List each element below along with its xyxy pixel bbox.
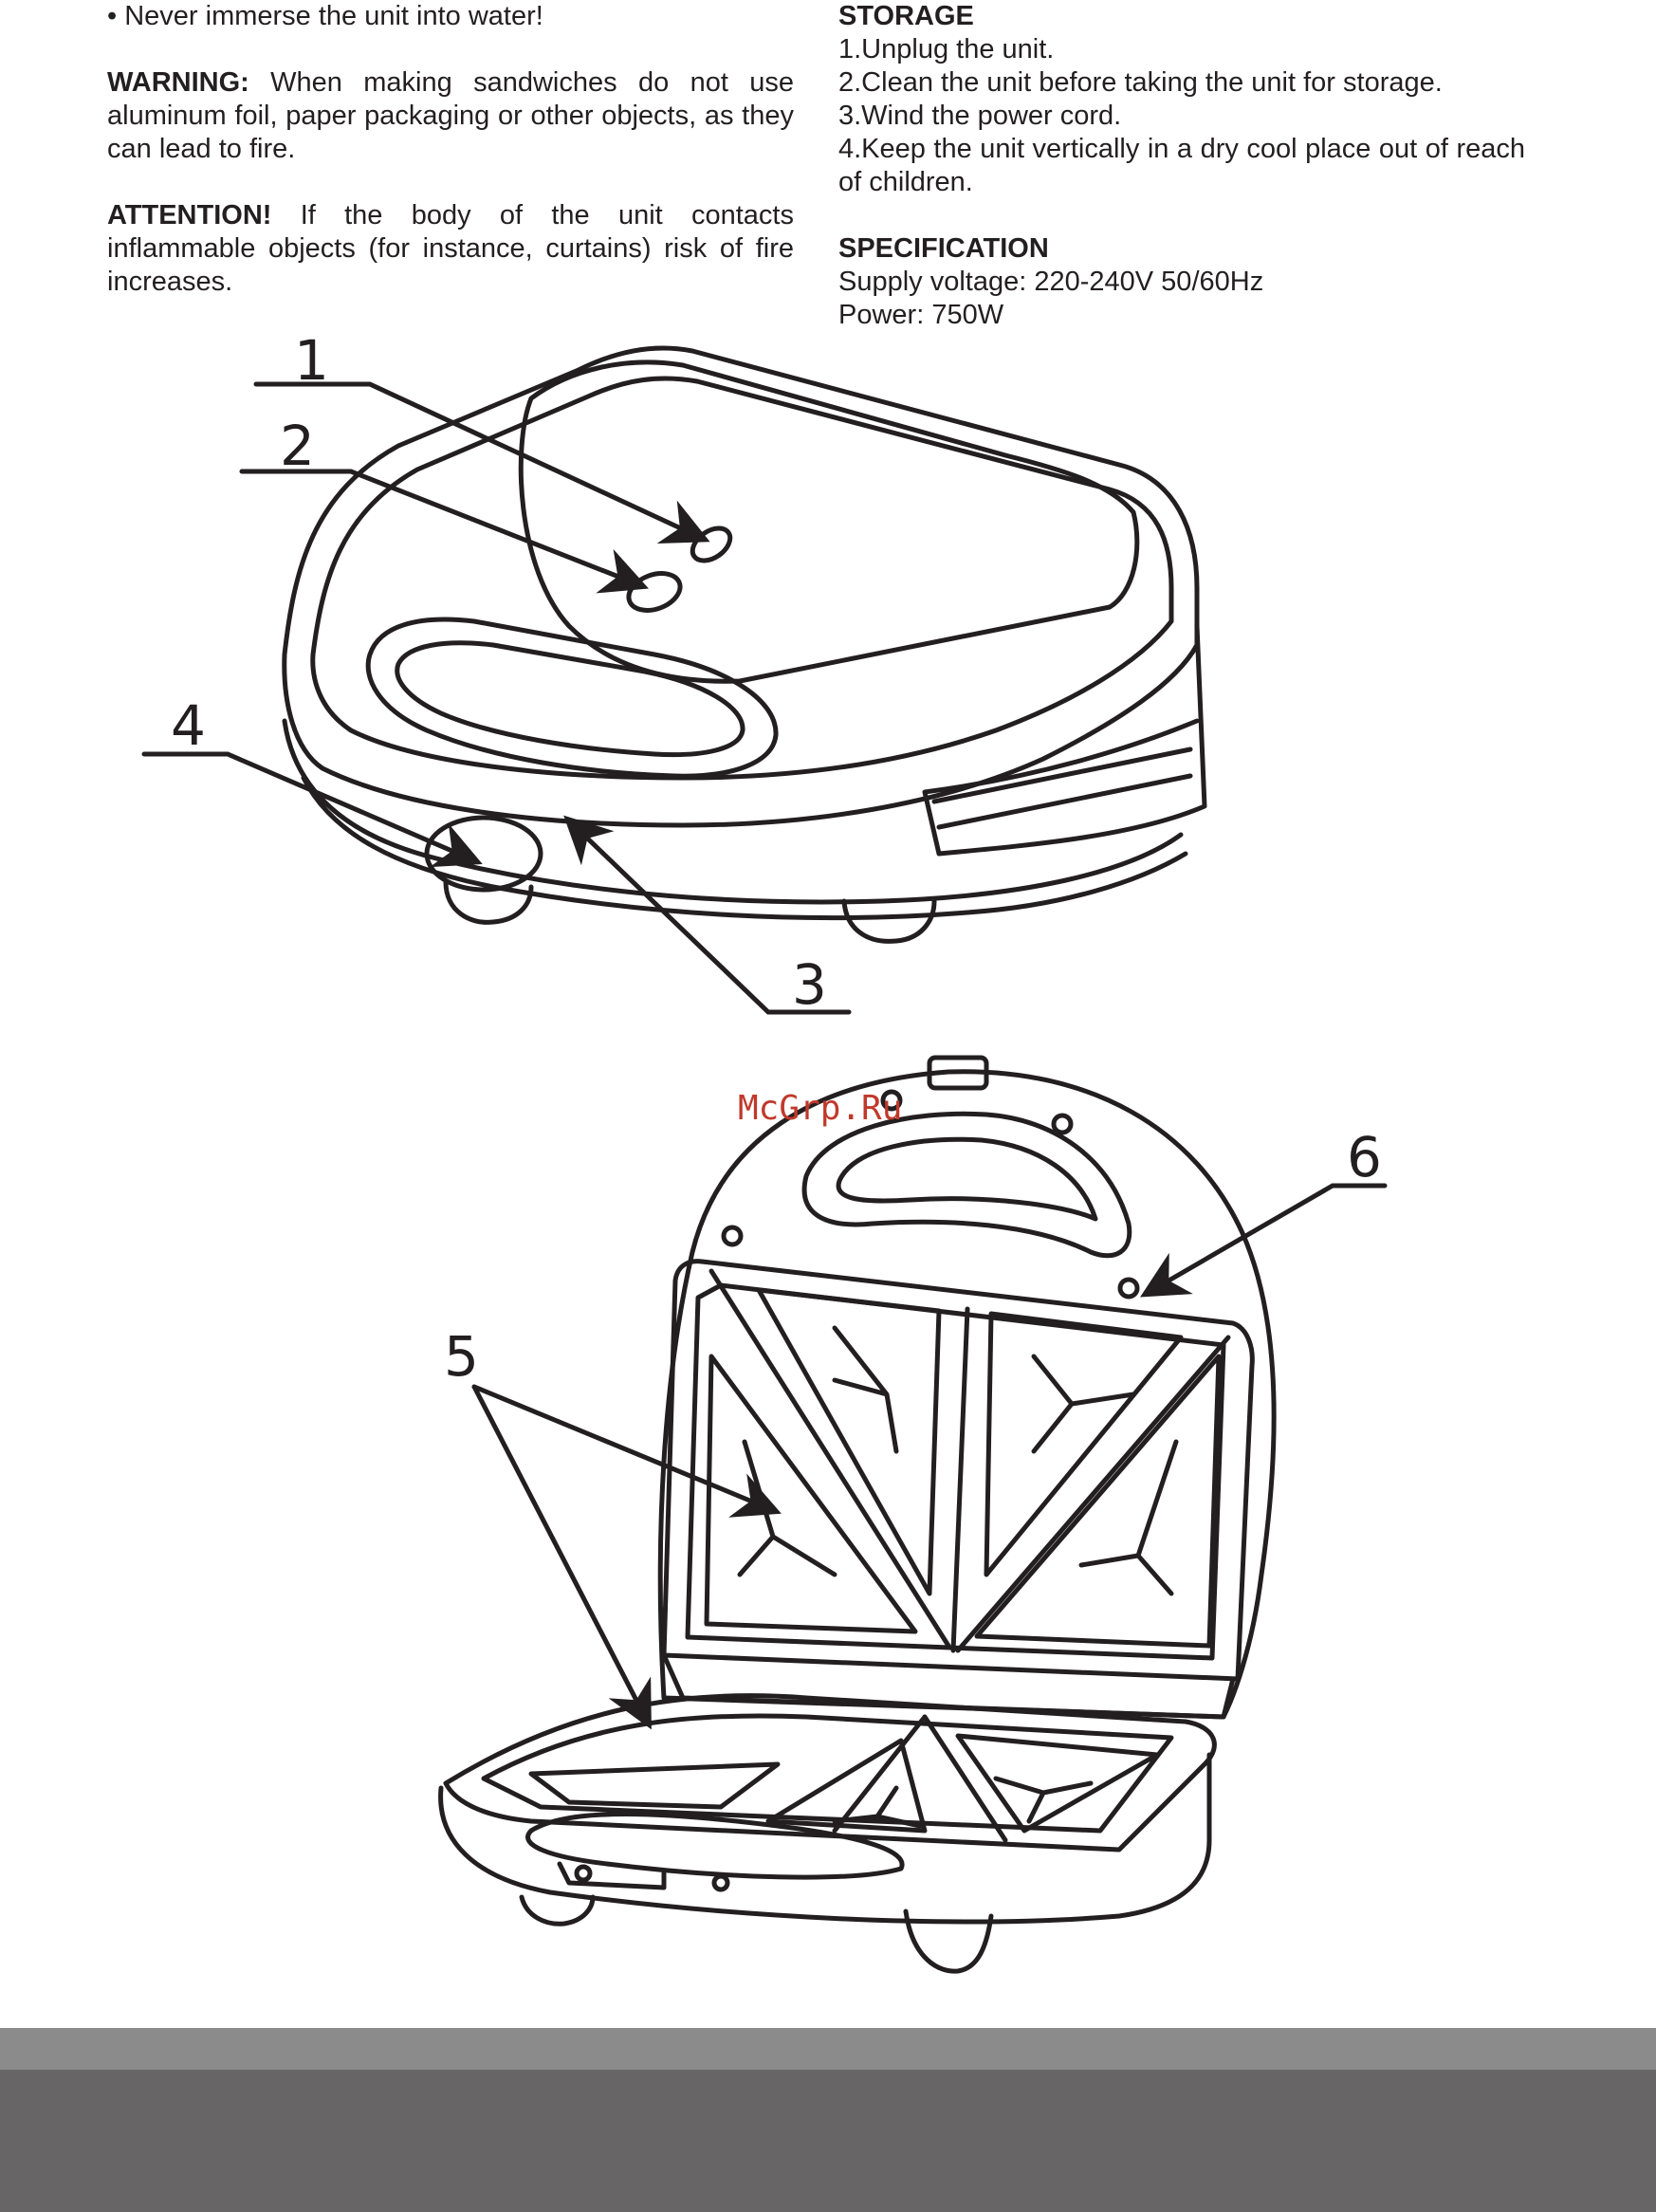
lid-cell-3 <box>984 1311 1184 1577</box>
storage-column: STORAGE 1.Unplug the unit. 2.Clean the u… <box>838 0 1525 332</box>
lid-cell-4 <box>974 1354 1222 1649</box>
lid-top-clip <box>927 1055 989 1091</box>
base-foot-right <box>903 1908 994 1974</box>
base-latch <box>557 1861 667 1890</box>
open-unit-callouts <box>471 1183 1388 1730</box>
storage-step: 3.Wind the power cord. <box>838 101 1122 131</box>
base-cell-mid <box>765 1738 928 1834</box>
leader-4 <box>141 751 483 868</box>
attention-text: If the body of the unit contacts inflamm… <box>107 200 794 297</box>
base-screw-2 <box>711 1873 730 1892</box>
warning-paragraph: WARNING: When making sandwiches do not u… <box>107 66 794 166</box>
base-screw-1 <box>574 1864 593 1883</box>
closed-lid-inner <box>310 376 1174 781</box>
base-diagonal <box>922 1714 1008 1843</box>
leader-2 <box>239 469 649 594</box>
lid-screw-2 <box>1051 1113 1074 1135</box>
lid-triangle-4 <box>1078 1439 1179 1596</box>
leader-5b <box>471 1384 652 1730</box>
lid-cell-1 <box>756 1287 942 1596</box>
lid-divider <box>950 1306 970 1653</box>
callout-1: 1 <box>294 328 329 393</box>
lid-top-panel <box>518 359 1140 684</box>
base-triangle-mid <box>832 1785 923 1829</box>
closed-side-block <box>922 623 1207 857</box>
closed-handle-inner <box>395 640 745 758</box>
power-light-ring-2 <box>626 571 683 613</box>
closed-handle-outer <box>365 617 779 779</box>
lid-screw-4 <box>1117 1277 1140 1300</box>
storage-heading: STORAGE <box>838 1 974 31</box>
leader-3 <box>563 815 852 1015</box>
lid-screw-1 <box>880 1089 903 1112</box>
base-triangle-right <box>993 1776 1094 1824</box>
storage-step: 1.Unplug the unit. <box>838 34 1055 65</box>
open-unit-drawing <box>438 1055 1277 1974</box>
spec-voltage: Supply voltage: 220-240V 50/60Hz <box>838 267 1264 297</box>
lid-cell-2 <box>704 1354 918 1634</box>
base-plate-outer <box>443 1693 1217 1853</box>
plate-diagonal-right <box>955 1335 1231 1653</box>
footer-band-light <box>0 2028 1656 2070</box>
plate-diagonal-left <box>708 1268 951 1649</box>
latch-knob <box>424 815 543 893</box>
base-handle <box>525 1812 905 1880</box>
leader-1 <box>253 381 710 544</box>
closed-unit-drawing <box>282 345 1207 944</box>
warning-label: WARNING: <box>107 67 249 98</box>
front-foot-right <box>841 898 937 944</box>
open-lid-back <box>657 1069 1277 1720</box>
safety-column: • Never immerse the unit into water! WAR… <box>107 0 794 299</box>
base-cell-right <box>955 1733 1160 1834</box>
attention-paragraph: ATTENTION! If the body of the unit conta… <box>107 199 794 299</box>
leader-6 <box>1140 1183 1388 1298</box>
callout-2: 2 <box>280 414 315 478</box>
closed-base-lower <box>301 775 1188 921</box>
lid-triangle-3 <box>1031 1354 1136 1454</box>
closed-base-band <box>282 718 1184 905</box>
specification-heading: SPECIFICATION <box>838 233 1049 264</box>
closed-side-vent <box>931 747 1193 830</box>
attention-label: ATTENTION! <box>107 200 272 230</box>
spec-power: Power: 750W <box>838 300 1004 330</box>
storage-step: 2.Clean the unit before taking the unit … <box>838 67 1443 98</box>
lid-handle-outer <box>801 1111 1132 1259</box>
footer-band-dark <box>0 2070 1656 2212</box>
closed-unit-callouts <box>141 381 852 1015</box>
leader-5a <box>471 1384 782 1518</box>
front-foot-left <box>443 879 534 925</box>
base-shell <box>438 1752 1212 1925</box>
closed-lid-outline <box>282 345 1200 828</box>
immerse-warning: • Never immerse the unit into water! <box>107 1 543 31</box>
callout-6: 6 <box>1347 1125 1382 1189</box>
power-light-ring-1 <box>690 525 733 563</box>
warning-text: When making sandwiches do not use alumin… <box>107 67 794 164</box>
lid-plate-frame <box>661 1259 1255 1682</box>
callout-3: 3 <box>792 952 827 1017</box>
base-divider <box>832 1714 928 1834</box>
lid-triangle-1 <box>832 1325 899 1454</box>
lid-screw-3 <box>721 1225 744 1247</box>
callout-4: 4 <box>171 693 206 758</box>
lid-handle-inner <box>836 1136 1098 1222</box>
base-foot-left <box>519 1894 596 1926</box>
storage-step: 4.Keep the unit vertically in a dry cool… <box>838 134 1525 197</box>
lid-triangle-2 <box>737 1439 837 1577</box>
base-cell-left <box>528 1761 781 1810</box>
callout-5: 5 <box>444 1324 479 1389</box>
watermark-text: McGrp.Ru <box>738 1089 902 1128</box>
base-plate-inner <box>481 1713 1174 1834</box>
sandwich-maker-diagram: 1 2 4 3 <box>141 328 1388 1974</box>
